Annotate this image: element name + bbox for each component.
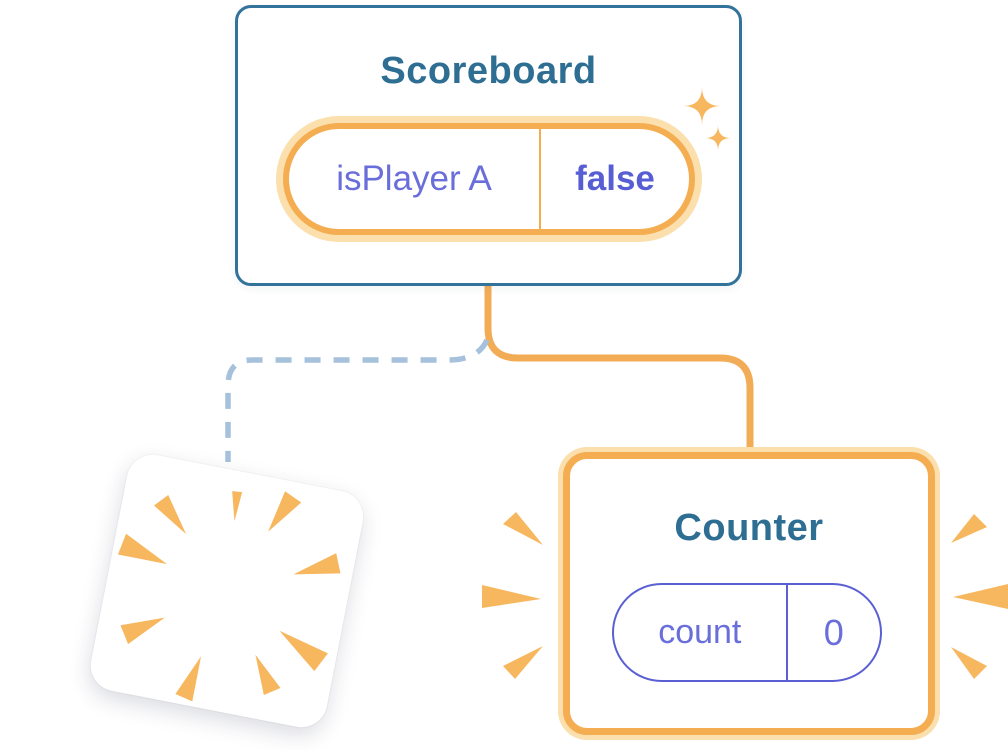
- emphasis-left-icon: [482, 512, 543, 679]
- counter-title: Counter: [674, 507, 824, 549]
- state-name-label: count: [614, 585, 788, 680]
- destroyed-component-card: [86, 450, 368, 732]
- parent-child-connector-line: [484, 284, 754, 458]
- removed-child-dashed-connector-line: [225, 338, 490, 462]
- counter-state-pill: count 0: [612, 583, 882, 682]
- state-value-label: 0: [823, 611, 844, 653]
- state-value-label: false: [575, 159, 655, 198]
- poof-burst-icon: [117, 491, 341, 702]
- counter-component-card: Counter count 0: [563, 452, 935, 735]
- scoreboard-state-pill: isPlayer A false: [283, 123, 695, 235]
- scoreboard-title: Scoreboard: [380, 50, 597, 92]
- state-name-label: isPlayer A: [289, 129, 541, 229]
- emphasis-right-icon: [951, 514, 1008, 679]
- scoreboard-component-card: Scoreboard isPlayer A false: [235, 5, 742, 286]
